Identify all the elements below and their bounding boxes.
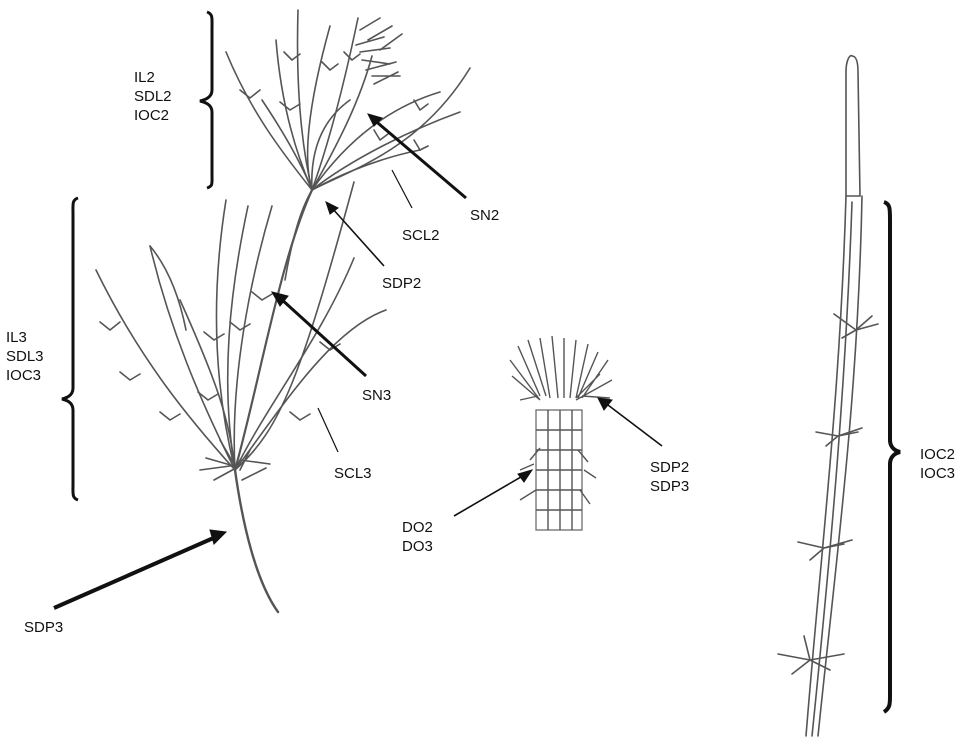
sdp3-arrow — [54, 536, 218, 608]
label-detail-do: DO2 DO3 — [402, 518, 433, 556]
label-top-group: IL2 SDL2 IOC2 — [134, 68, 172, 125]
label-sdl3: SDL3 — [6, 347, 44, 366]
right-stem-drawing — [778, 56, 878, 736]
label-scl3: SCL3 — [334, 464, 372, 483]
node-detail-drawing — [510, 336, 612, 530]
bracket-left — [62, 198, 78, 500]
label-sn3: SN3 — [362, 386, 391, 405]
bracket-right — [884, 202, 900, 712]
label-sdl2: SDL2 — [134, 87, 172, 106]
detail-do-arrow — [454, 474, 526, 516]
label-sdp2: SDP2 — [382, 274, 421, 293]
label-ioc2: IOC2 — [134, 106, 172, 125]
leader-lines — [54, 114, 662, 608]
label-do2: DO2 — [402, 518, 433, 537]
label-detail-sdp2: SDP2 — [650, 458, 689, 477]
label-ioc3: IOC3 — [6, 366, 44, 385]
detail-sdp-arrowhead — [598, 398, 612, 410]
bracket-top — [200, 12, 212, 188]
label-right-group: IOC2 IOC3 — [920, 445, 955, 483]
detail-do-arrowhead — [518, 470, 532, 482]
sn3-arrow — [280, 298, 366, 376]
label-sn2: SN2 — [470, 206, 499, 225]
label-right-ioc2: IOC2 — [920, 445, 955, 464]
label-do3: DO3 — [402, 537, 433, 556]
label-il2: IL2 — [134, 68, 172, 87]
label-scl2: SCL2 — [402, 226, 440, 245]
sdp3-arrowhead — [210, 530, 226, 544]
label-il3: IL3 — [6, 328, 44, 347]
scl2-leader — [392, 170, 412, 208]
detail-sdp-arrow — [604, 402, 662, 446]
label-detail-sdp: SDP2 SDP3 — [650, 458, 689, 496]
sdp2-arrow — [332, 208, 384, 266]
lower-plant-drawing — [96, 182, 386, 612]
scl3-leader — [318, 408, 338, 452]
label-detail-sdp3: SDP3 — [650, 477, 689, 496]
label-left-group: IL3 SDL3 IOC3 — [6, 328, 44, 385]
label-sdp3: SDP3 — [24, 618, 63, 637]
label-right-ioc3: IOC3 — [920, 464, 955, 483]
